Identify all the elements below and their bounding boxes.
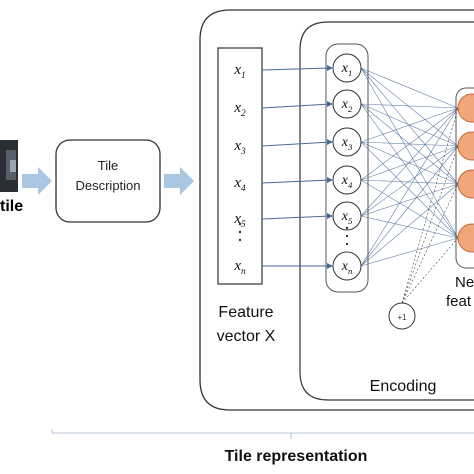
connection-1-3 [361,68,458,184]
neural-features-label-line1: Ne [455,274,474,291]
neural-feature-node-3 [458,170,474,198]
tile-description-line2: Description [75,178,140,193]
feature-arrow-2 [262,104,331,108]
feature-vector-label-line2: vector X [217,328,276,345]
encoding-label: Encoding [370,378,437,395]
tile-representation-brace [52,429,474,439]
feature-vector-item-4-subscript: 4 [241,184,246,194]
bias-connection-1 [402,108,458,303]
feature-arrowhead-6 [327,263,333,269]
connection-6-3 [361,184,458,266]
input-node-label-2-subscript: 2 [348,104,353,114]
connection-5-4 [361,216,458,238]
feature-vector-box [218,48,262,284]
feature-vector-item-2-subscript: 2 [241,109,246,119]
connection-4-2 [361,146,458,180]
neural-feature-node-4 [458,224,474,252]
connection-4-1 [361,108,458,180]
arrow-to-representation [164,167,194,195]
feature-arrowhead-4 [327,177,333,183]
bias-label: +1 [397,313,407,322]
input-node-label-4-subscript: 4 [348,180,353,190]
input-node-label-3-subscript: 3 [347,142,353,152]
connection-4-3 [361,180,458,184]
tile-representation-label: Tile representation [225,448,368,465]
feature-vector-label-line1: Feature [218,304,273,321]
feature-arrowhead-5 [327,213,333,219]
feature-arrowhead-2 [327,101,333,107]
connection-3-1 [361,108,458,142]
feature-vector-item-5-subscript: 5 [241,220,246,230]
connection-1-4 [361,68,458,238]
feature-arrowhead-3 [327,139,333,145]
feature-arrow-5 [262,216,331,219]
connection-1-1 [361,68,458,108]
neural-feature-node-1 [458,94,474,122]
feature-arrow-1 [262,68,331,70]
tile-description-line1: Tile [98,158,118,173]
feature-vector-item-3-subscript: 3 [240,147,246,157]
input-node-label-5-subscript: 5 [348,216,353,226]
arrow-to-description [22,167,52,195]
feature-arrowhead-1 [327,65,333,71]
neural-features-label-line2: feat [446,293,472,310]
connection-6-2 [361,146,458,266]
feature-vector-item-1-subscript: 1 [241,71,246,81]
feature-arrow-3 [262,142,331,146]
feature-arrow-4 [262,180,331,183]
neural-feature-node-2 [458,132,474,160]
input-node-label-6-subscript: n [348,266,352,276]
feature-vector-item-6-subscript: n [241,267,246,277]
connection-1-2 [361,68,458,146]
bias-connection-3 [402,184,458,303]
input-tile-image [0,140,18,192]
connection-2-1 [361,104,458,108]
input-tile-label: tile [0,198,23,215]
input-node-label-1-subscript: 1 [348,68,352,78]
